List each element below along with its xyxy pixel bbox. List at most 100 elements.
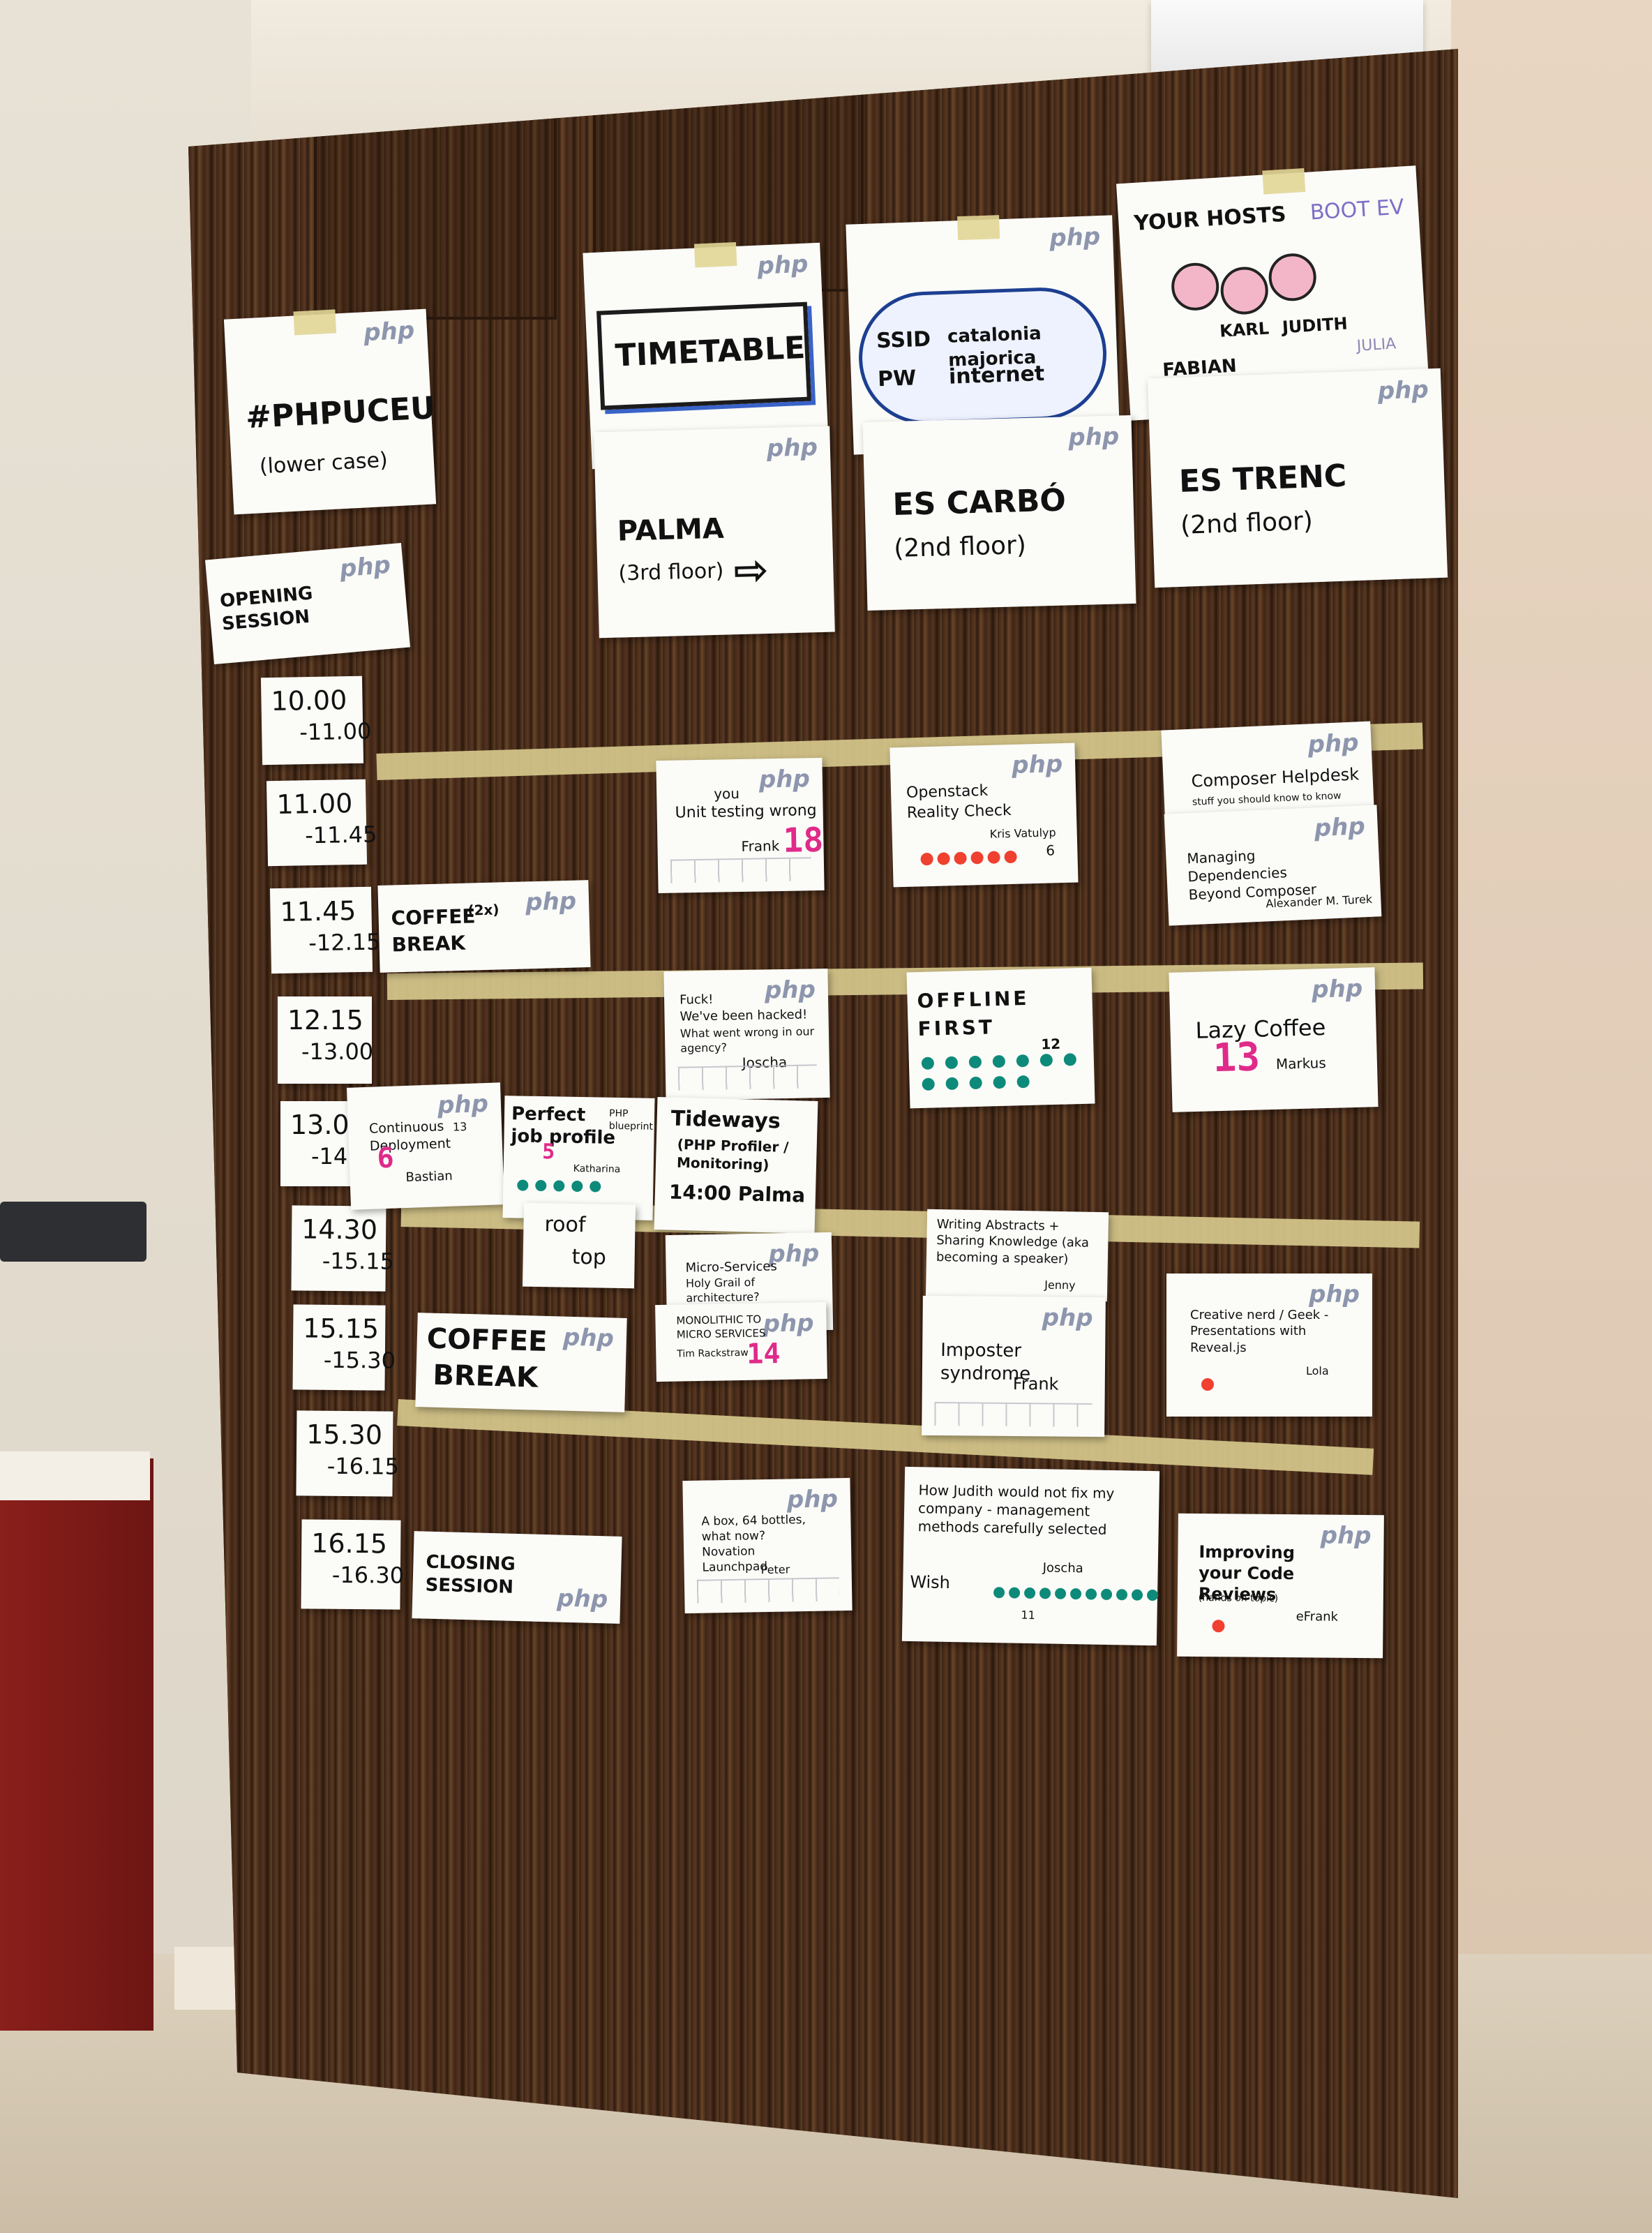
session-note: (hands on topic) <box>1198 1592 1279 1604</box>
session-line: What went wrong in our agency? <box>679 1024 815 1055</box>
vote-count: 6 <box>376 1142 395 1175</box>
table-cloth <box>0 1458 153 2031</box>
session-wish: Wish <box>910 1571 951 1592</box>
session-card: php you Unit testing wrong Frank 18 <box>656 757 825 894</box>
host-avatar <box>1219 265 1270 316</box>
time-slot-card: 11.45 -12.15 <box>269 886 381 974</box>
time-end: -14 <box>311 1143 348 1170</box>
hashtag-card: php #PHPUCEU (lower case) <box>223 308 436 515</box>
time-slot-card: 15.15 -15.30 <box>292 1304 396 1391</box>
session-title: Creative nerd / Geek - Presentations wit… <box>1190 1308 1329 1355</box>
vote-dot <box>1063 1053 1077 1066</box>
session-speaker: Frank <box>1012 1373 1059 1394</box>
time-end: -13.00 <box>301 1038 374 1066</box>
vote-dot <box>945 1077 959 1091</box>
time-slot-card: 11.00 -11.45 <box>266 779 377 867</box>
wifi-pw-label: PW <box>877 366 917 392</box>
session-line: Perfect <box>511 1103 586 1126</box>
host-avatar <box>1267 252 1318 303</box>
vote-dot <box>1023 1587 1036 1599</box>
vote-dot <box>922 1077 935 1091</box>
session-line: Fuck! <box>679 992 714 1008</box>
php-logo: php <box>1067 422 1120 452</box>
session-card: OFFLINE FIRST 12 <box>906 967 1095 1109</box>
time-end: -11.45 <box>304 821 377 849</box>
vote-dot <box>1016 1054 1030 1068</box>
wall-socket <box>0 1202 147 1262</box>
session-card: php Managing Dependencies Beyond Compose… <box>1164 805 1382 926</box>
wood-panel-left <box>314 105 557 320</box>
php-logo: php <box>758 765 811 794</box>
session-speaker: Peter <box>760 1562 790 1577</box>
session-card: php Creative nerd / Geek - Presentations… <box>1166 1274 1372 1417</box>
time-start: 15.15 <box>303 1313 380 1345</box>
room-name: ES TRENC <box>1178 458 1347 500</box>
vote-dot <box>993 1587 1005 1599</box>
wall-right <box>1451 0 1652 2233</box>
room-name: ES CARBÓ <box>892 482 1067 523</box>
session-speaker: Katharina <box>573 1163 621 1176</box>
time-end: -12.15 <box>308 928 381 957</box>
vote-dot <box>969 1076 982 1090</box>
session-title: Unit testing wrong <box>675 802 817 822</box>
php-logo: php <box>525 887 577 917</box>
session-line: FIRST <box>917 1015 996 1041</box>
coffee-break-line1: COFFEE <box>391 904 476 930</box>
session-tag: PHP blueprint <box>608 1107 654 1133</box>
session-card: php Fuck! We've been hacked! What went w… <box>663 968 830 1101</box>
vote-dot <box>1100 1588 1113 1601</box>
time-slot-card: 14.30 -15.15 <box>291 1205 395 1292</box>
room-card-es-carbo: php ES CARBÓ (2nd floor) <box>862 415 1136 611</box>
session-card: php A box, 64 bottles, what now? Novatio… <box>682 1477 853 1614</box>
vote-dots <box>922 1075 1030 1091</box>
coffee-break-sup: (2x) <box>467 901 500 919</box>
time-slot-card: 10.00 -11.00 <box>260 675 372 766</box>
session-line: We've been hacked! <box>679 1007 808 1024</box>
session-speaker: Bastian <box>405 1168 453 1186</box>
vote-dot <box>1054 1588 1067 1599</box>
vote-dot <box>571 1180 583 1193</box>
session-speaker: Tim Rackstraw <box>677 1347 749 1360</box>
room-card-es-trenc: php ES TRENC (2nd floor) <box>1147 368 1448 588</box>
session-card: php Improving your Code Reviews (hands o… <box>1177 1513 1384 1659</box>
session-speaker: Markus <box>1275 1054 1327 1073</box>
coffee-break-line1: COFFEE <box>426 1322 548 1358</box>
vote-dot <box>1004 850 1017 864</box>
php-logo: php <box>766 433 818 463</box>
php-logo: php <box>437 1089 489 1120</box>
time-start: 10.00 <box>271 685 347 717</box>
session-card: php MONOLITHIC TO MICRO SERVICES Tim Rac… <box>655 1301 827 1382</box>
session-card: Writing Abstracts + Sharing Knowledge (a… <box>925 1209 1109 1302</box>
session-speaker: Lola <box>1306 1364 1329 1377</box>
vote-dot <box>945 1056 959 1070</box>
vote-dot <box>987 851 1000 864</box>
session-note: stuff you should know to know <box>1192 790 1342 808</box>
vote-dot <box>1039 1588 1051 1599</box>
coffee-break-card: php COFFEE BREAK <box>415 1313 627 1412</box>
table-top <box>0 1451 150 1500</box>
opening-session-card: php OPENING SESSION <box>204 542 411 665</box>
session-speaker: Frank <box>741 837 780 855</box>
vote-dot <box>920 852 933 866</box>
session-line: roof <box>544 1212 586 1238</box>
time-slot-card: 15.30 -16.15 <box>296 1410 399 1497</box>
session-card: php Continuous Deployment 6 13 Bastian <box>347 1082 504 1210</box>
session-title: How Judith would not fix my company - ma… <box>917 1481 1115 1538</box>
session-title: Writing Abstracts + Sharing Knowledge (a… <box>936 1216 1090 1267</box>
room-name: PALMA <box>617 512 725 548</box>
room-floor: (2nd floor) <box>1180 507 1314 540</box>
session-card: php Imposter syndrome Frank <box>922 1295 1106 1437</box>
vote-grid <box>934 1402 1092 1427</box>
time-start: 15.30 <box>306 1419 383 1451</box>
vote-count: 5 <box>541 1140 555 1165</box>
vote-dots <box>1201 1378 1214 1391</box>
closing-session-card: php CLOSING SESSION <box>412 1531 622 1624</box>
session-line: top <box>571 1244 607 1270</box>
vote-dot <box>590 1181 601 1193</box>
time-end: -11.00 <box>299 717 372 746</box>
vote-count: 18 <box>782 820 824 860</box>
tape-piece <box>693 241 737 268</box>
time-end: -15.15 <box>322 1248 395 1276</box>
session-line: MONOLITHIC TO MICRO SERVICES <box>676 1313 766 1341</box>
